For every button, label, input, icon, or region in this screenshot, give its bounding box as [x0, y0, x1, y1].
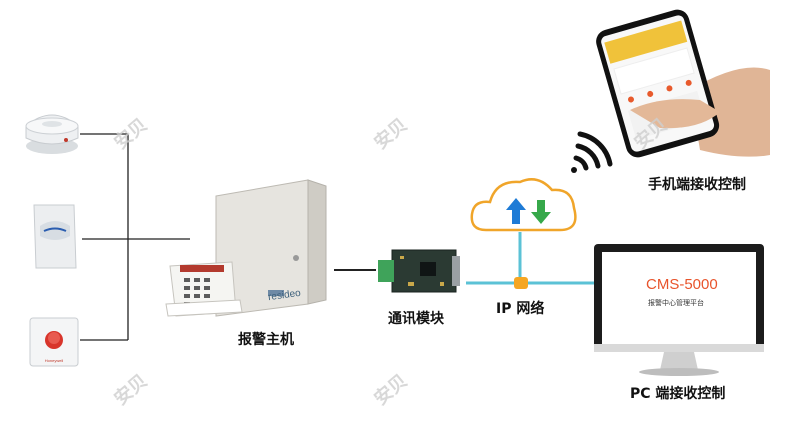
monitor-icon [594, 244, 764, 376]
smoke-detector-icon [25, 114, 79, 154]
motion-sensor-icon [33, 204, 77, 269]
label-alarm-host: 报警主机 [238, 332, 294, 348]
cloud-icon [470, 178, 577, 232]
sensor-wiring [80, 133, 190, 341]
svg-text:Honeywell: Honeywell [45, 358, 64, 363]
alarm-panel-cabinet [215, 179, 327, 317]
label-pc-control: PC 端接收控制 [630, 386, 726, 402]
network-connector [514, 277, 528, 289]
label-ip-network: IP 网络 [496, 301, 545, 317]
monitor-subtitle: 报警中心管理平台 [648, 299, 704, 307]
smartphone-icon [596, 9, 770, 158]
keypad-icon [165, 261, 243, 317]
comm-module-icon [378, 249, 460, 293]
panic-button-icon: Honeywell [29, 317, 79, 367]
wifi-icon [571, 131, 613, 173]
monitor-title: CMS-5000 [646, 276, 718, 293]
ip-network-lines [466, 232, 596, 285]
label-mobile-control: 手机端接收控制 [648, 177, 746, 193]
label-comm-module: 通讯模块 [388, 311, 444, 327]
